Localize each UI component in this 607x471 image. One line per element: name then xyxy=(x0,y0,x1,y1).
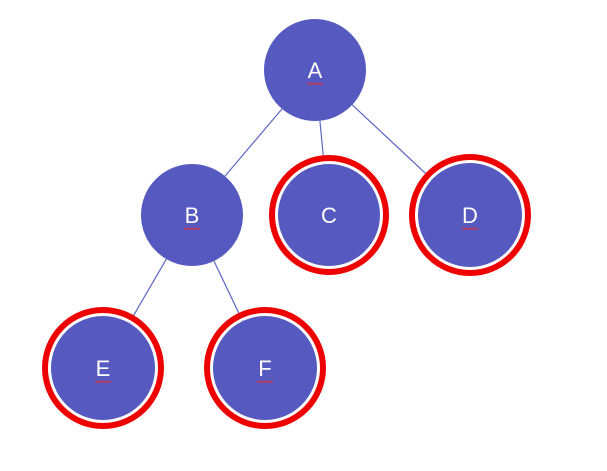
node-f-highlight-ring xyxy=(204,307,326,429)
node-a-circle xyxy=(264,19,366,121)
node-b-circle xyxy=(141,164,243,266)
node-e-halo xyxy=(47,312,159,424)
node-e: E xyxy=(42,307,164,429)
node-d-halo xyxy=(414,159,526,271)
node-d-spellcheck-underline xyxy=(461,227,479,231)
edge-a-d xyxy=(351,104,433,180)
node-d-circle xyxy=(418,163,522,267)
edge-b-f xyxy=(213,260,244,322)
node-f-halo xyxy=(209,312,321,424)
node-a-spellcheck-underline xyxy=(306,82,324,86)
node-e-spellcheck-underline xyxy=(94,380,112,384)
node-f-spellcheck-underline xyxy=(256,380,274,384)
node-e-label: E xyxy=(96,356,111,381)
node-c: C xyxy=(269,155,389,275)
node-b-label: B xyxy=(185,203,200,228)
node-a-label: A xyxy=(308,58,323,83)
node-e-circle xyxy=(51,316,155,420)
node-e-highlight-ring xyxy=(42,307,164,429)
node-c-halo xyxy=(274,160,384,270)
edge-b-e xyxy=(128,258,167,324)
node-c-highlight-ring xyxy=(269,155,389,275)
node-a: A xyxy=(264,19,366,121)
edges-layer xyxy=(128,104,433,324)
node-d-highlight-ring xyxy=(409,154,531,276)
node-d: D xyxy=(409,154,531,276)
node-d-label: D xyxy=(462,203,478,228)
node-f-label: F xyxy=(258,356,271,381)
node-c-circle xyxy=(278,164,380,266)
nodes-layer: A B C D E F xyxy=(42,19,531,429)
node-b-spellcheck-underline xyxy=(183,227,201,231)
node-f-circle xyxy=(213,316,317,420)
node-b: B xyxy=(141,164,243,266)
node-f: F xyxy=(204,307,326,429)
edge-a-b xyxy=(224,108,283,177)
node-c-label: C xyxy=(321,203,337,228)
